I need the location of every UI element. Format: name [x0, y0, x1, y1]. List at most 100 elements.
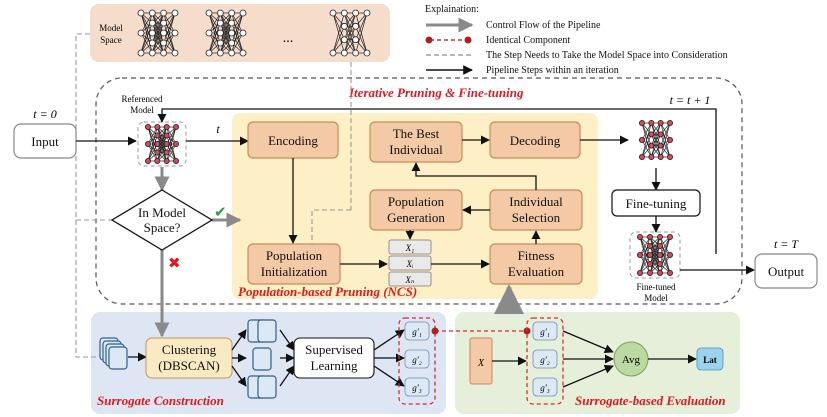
population-generation-label-2: Generation [387, 210, 445, 225]
output-label: Output [768, 264, 805, 279]
finetuned-model-frame [629, 231, 681, 279]
output-box [754, 253, 818, 289]
clustering-label-2: (DBSCAN) [158, 358, 219, 373]
cluster-icon [247, 375, 277, 399]
surrogate-group-left [398, 317, 436, 405]
population-generation-box [369, 189, 463, 231]
surrogate-g1-right-label: g′₁ [540, 327, 550, 337]
fitness-evaluation-label: Fitness [518, 248, 555, 263]
arrow-clustering-to-cluster1 [231, 329, 247, 351]
model-space-network-icon [137, 9, 179, 57]
population-item-1-label: X₁ [405, 243, 415, 253]
supervised-learning-label: Supervised [305, 342, 363, 357]
surrogate-g3-right-label: g′₃ [540, 383, 550, 393]
clustering-label: Clustering [162, 342, 217, 357]
check-icon: ✔ [214, 203, 227, 221]
population-initialization-label-2: Initialization [261, 264, 328, 279]
input-label: Input [31, 134, 59, 149]
arrow-cluster1-to-learning [279, 329, 295, 351]
model-space-network-icon [205, 9, 247, 57]
surrogate-g3-left [404, 377, 430, 397]
arrow-clustering-to-cluster3 [231, 365, 247, 387]
model-space-network-icon [329, 9, 371, 57]
legend-item-control-flow: Control Flow of the Pipeline [486, 20, 601, 31]
model-space-dashed-link-left [75, 33, 113, 221]
avg-label: Avg [622, 354, 641, 366]
encoding-label: Encoding [268, 133, 318, 148]
model-space-dashed-to-popgen [311, 209, 351, 258]
population-item-1 [388, 239, 432, 255]
surrogate-g3-left-label: g′₃ [412, 383, 422, 393]
cluster-icon [252, 347, 272, 371]
model-space-dashed-to-data [75, 220, 98, 358]
lat-box [696, 347, 724, 371]
model-space-ellipsis: ... [283, 31, 294, 46]
t-update-label: t = t + 1 [670, 93, 711, 107]
surrogate-g2-left [404, 349, 430, 369]
iterative-region [95, 77, 743, 305]
surrogate-g2-left-label: g′₂ [412, 355, 422, 365]
best-individual-label: The Best [393, 126, 440, 141]
population-item-n-label: Xₙ [404, 275, 414, 285]
population-item-i-label: Xᵢ [406, 259, 414, 269]
finetuned-model-network-icon [637, 233, 674, 276]
model-space-label-2: Space [100, 35, 122, 45]
best-individual-box [369, 121, 463, 163]
x-input-label: X [477, 358, 485, 369]
decision-label-2: Space? [144, 220, 181, 235]
arrow-selection-to-best [411, 162, 537, 190]
lat-label: Lat [703, 355, 717, 365]
training-data-icon [99, 337, 128, 370]
identical-dot-right [523, 327, 531, 335]
population-initialization-label: Population [266, 248, 323, 263]
population-generation-label: Population [388, 194, 445, 209]
t-end-label: t = T [774, 237, 799, 251]
decoding-label: Decoding [510, 133, 561, 148]
fitness-evaluation-label-2: Evaluation [508, 264, 565, 279]
identical-dot-left [431, 327, 439, 335]
t-label: t [216, 122, 220, 136]
surrogate-group-right [526, 317, 564, 405]
population-item-i [388, 255, 432, 271]
arrow-learning-to-g1 [373, 329, 405, 351]
legend-red-dot-left [425, 36, 433, 44]
finetuned-model-label: Fine-tuned [637, 282, 676, 292]
finetuned-model-label-2: Model [644, 293, 668, 303]
surrogate-g3-right [532, 377, 558, 397]
individual-selection-label-2: Selection [512, 210, 561, 225]
surrogate-construction-title: Surrogate Construction [97, 393, 224, 408]
surrogate-g1-left [404, 321, 430, 341]
population-item-n [388, 271, 432, 287]
arrow-cluster3-to-learning [279, 365, 295, 387]
arrow-g3-to-avg [562, 364, 614, 388]
arrow-loop-back [157, 108, 717, 254]
surrogate-g2-right-label: g′₂ [540, 355, 550, 365]
surrogate-g1-right [532, 321, 558, 341]
referenced-model-label: Referenced [122, 94, 163, 104]
t0-label: t = 0 [33, 107, 56, 121]
surrogate-g1-left-label: g′₁ [412, 327, 422, 337]
surrogate-evaluation-title: Surrogate-based Evaluation [575, 393, 726, 408]
referenced-model-label-2: Model [130, 105, 154, 115]
legend-title: Explaination: [425, 4, 479, 15]
legend-item-identical: Identical Component [486, 35, 570, 46]
decision-diamond [110, 189, 214, 251]
legend-item-model-space: The Step Needs to Take the Model Space i… [486, 50, 728, 61]
model-space-label: Model [99, 23, 123, 33]
ncs-title: Population-based Pruning (NCS) [238, 284, 417, 299]
legend-red-dot-right [464, 36, 472, 44]
supervised-learning-label-2: Learning [311, 358, 358, 373]
iterative-title: Iterative Pruning & Fine-tuning [348, 85, 524, 100]
legend-item-pipeline-steps: Pipeline Steps within an iteration [486, 65, 619, 76]
best-individual-label-2: Individual [389, 142, 443, 157]
referenced-model-network-icon [144, 124, 179, 164]
decision-label: In Model [138, 205, 186, 220]
arrow-g1-to-avg [562, 330, 614, 354]
individual-selection-label: Individual [509, 194, 563, 209]
cross-icon: ✖ [168, 254, 181, 272]
finetuning-label: Fine-tuning [626, 196, 687, 211]
surrogate-evaluation-region [455, 312, 740, 414]
surrogate-g2-right [532, 349, 558, 369]
cluster-icon [247, 319, 277, 343]
